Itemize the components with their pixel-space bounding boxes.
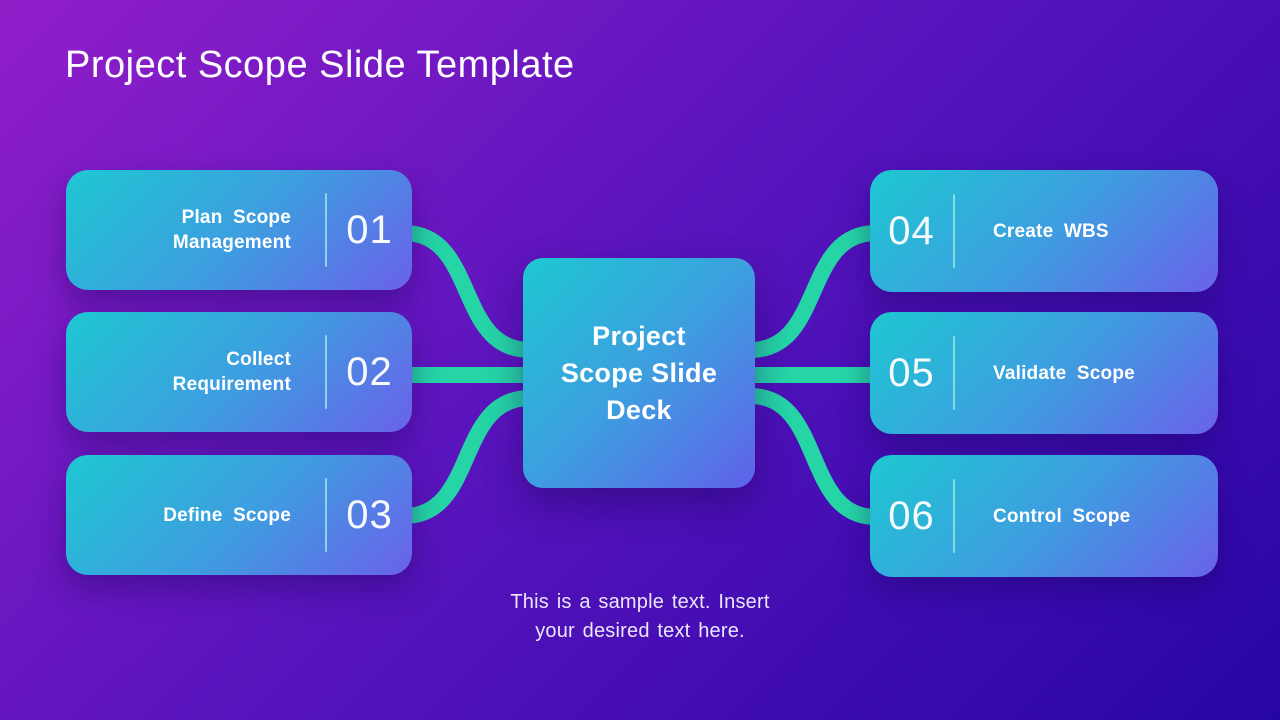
- item-divider-02: [325, 335, 327, 409]
- item-box-05: 05 Validate Scope: [870, 312, 1218, 434]
- center-box: Project Scope Slide Deck: [523, 258, 755, 488]
- item-label-05: Validate Scope: [955, 361, 1218, 386]
- caption-text: This is a sample text. Insert your desir…: [510, 591, 770, 642]
- connector-01-to-center: [403, 225, 531, 358]
- item-divider-03: [325, 478, 327, 552]
- item-label-03: Define Scope: [66, 503, 325, 528]
- item-label-text-02: Collect Requirement: [172, 349, 291, 395]
- item-box-01: Plan Scope Management 01: [66, 170, 412, 290]
- item-number-03: 03: [346, 492, 393, 537]
- item-number-06: 06: [888, 493, 935, 538]
- item-box-03: Define Scope 03: [66, 455, 412, 575]
- item-divider-06: [953, 479, 955, 553]
- item-label-02: Collect Requirement: [66, 347, 325, 397]
- item-label-text-05: Validate Scope: [993, 362, 1135, 384]
- item-number-04: 04: [888, 208, 935, 253]
- item-box-04: 04 Create WBS: [870, 170, 1218, 292]
- item-number-05: 05: [888, 350, 935, 395]
- connector-04-to-center: [749, 225, 877, 358]
- connector-03-to-center: [403, 390, 531, 524]
- item-box-02: Collect Requirement 02: [66, 312, 412, 432]
- item-label-01: Plan Scope Management: [66, 205, 325, 255]
- item-divider-05: [953, 336, 955, 410]
- center-box-line-2: Scope Slide: [560, 357, 718, 388]
- item-label-06: Control Scope: [955, 504, 1218, 529]
- center-box-line-3: Deck: [606, 394, 672, 425]
- connector-06-to-center: [749, 388, 877, 525]
- item-number-02: 02: [346, 349, 393, 394]
- center-box-line-1: Project: [592, 320, 686, 351]
- item-divider-04: [953, 194, 955, 268]
- item-label-text-01: Plan Scope Management: [172, 207, 291, 253]
- item-divider-01: [325, 193, 327, 267]
- item-label-text-04: Create WBS: [993, 220, 1109, 242]
- item-label-04: Create WBS: [955, 219, 1218, 244]
- item-label-text-03: Define Scope: [163, 504, 291, 526]
- item-label-text-06: Control Scope: [993, 505, 1131, 527]
- item-number-01: 01: [346, 207, 393, 252]
- slide-title: Project Scope Slide Template: [65, 44, 575, 86]
- item-box-06: 06 Control Scope: [870, 455, 1218, 577]
